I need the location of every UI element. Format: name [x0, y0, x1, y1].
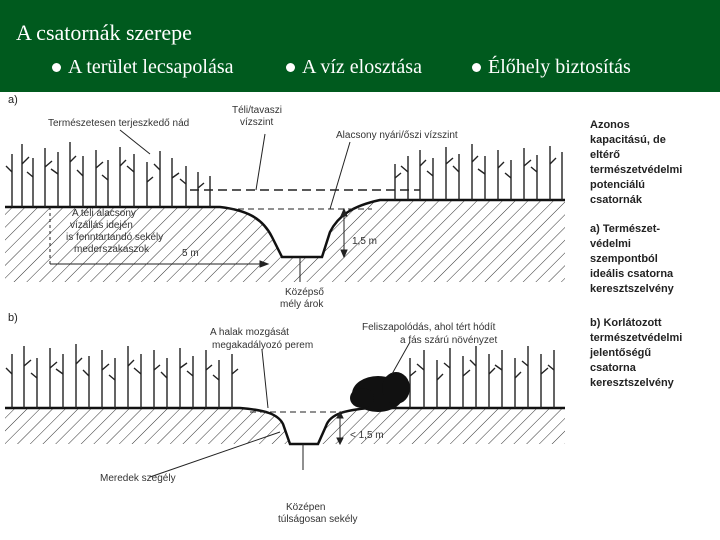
label-depth-b: < 1,5 m: [350, 430, 384, 441]
label-fish-1: A halak mozgását: [210, 327, 289, 338]
ground-line-b: [5, 406, 565, 446]
reed-vegetation-b: [5, 344, 555, 408]
label-shallow-2: vízállás idején: [70, 220, 133, 231]
ground-line-a: [5, 198, 565, 259]
ground-profile-b: [5, 408, 565, 444]
side-a-line: védelmi: [590, 238, 631, 250]
side-intro-line: csatornák: [590, 194, 642, 206]
bullet-dot-icon: [286, 63, 295, 72]
side-a-line: keresztszelvény: [590, 283, 674, 295]
bullet-text: Élőhely biztosítás: [488, 56, 631, 78]
side-b-line: természetvédelmi: [590, 332, 683, 344]
side-b-line: keresztszelvény: [590, 377, 674, 389]
side-a-line: a) Természet-: [590, 223, 661, 235]
bullet-drainage: A terület lecsapolása: [52, 56, 234, 79]
side-intro-line: kapacitású, de: [590, 134, 666, 146]
panel-b-letter: b): [8, 312, 18, 324]
label-winter-level-2: vízszint: [240, 117, 274, 128]
width-dimension-a: [49, 207, 270, 268]
side-intro-line: Azonos: [590, 119, 630, 131]
label-shallow-4: mederszakaszok: [74, 244, 150, 255]
reed-vegetation-a: [5, 142, 563, 207]
side-intro: Azonos kapacitású, de eltérő természetvé…: [590, 118, 715, 208]
bullet-dot-icon: [52, 63, 61, 72]
leader-siltation: [391, 341, 411, 375]
bullet-dot-icon: [472, 63, 481, 72]
header-bar: A csatornák szerepe A terület lecsapolás…: [0, 0, 720, 92]
label-middle-2: túlságosan sekély: [278, 514, 358, 525]
label-width: 5 m: [182, 248, 199, 259]
bullet-text: A terület lecsapolása: [68, 56, 234, 78]
side-note-b: b) Korlátozott természetvédelmi jelentős…: [590, 316, 715, 391]
label-fish-2: megakadályozó perem: [212, 340, 314, 351]
depth-dimension-b: [336, 410, 344, 446]
label-winter-level-1: Téli/tavaszi: [232, 105, 283, 116]
label-summer-level: Alacsony nyári/őszi vízszint: [336, 130, 458, 141]
label-shallow-3: is fenntartandó sekély: [66, 232, 164, 243]
side-intro-line: eltérő: [590, 149, 620, 161]
bullet-distribution: A víz elosztása: [286, 56, 422, 79]
depth-dimension-a: [340, 207, 348, 259]
label-depth-a: 1,5 m: [352, 236, 378, 247]
cross-section-diagram: [5, 129, 565, 478]
side-b-line: jelentőségű: [590, 347, 652, 359]
label-shallow-1: A téli alacsony: [72, 208, 136, 219]
side-intro-line: potenciálú: [590, 179, 646, 191]
leader-summer-level: [329, 141, 351, 210]
label-middle-1: Középen: [286, 502, 326, 513]
panel-a-letter: a): [8, 94, 18, 106]
side-note-a: a) Természet- védelmi szempontból ideáli…: [590, 222, 715, 297]
leader-natural-reed: [119, 129, 151, 155]
bullet-text: A víz elosztása: [302, 56, 422, 78]
leader-winter-level: [255, 133, 266, 191]
side-a-line: szempontból: [590, 253, 658, 265]
label-silt-1: Feliszapolódás, ahol tért hódít: [362, 322, 496, 333]
label-steep-edge: Meredek szegély: [100, 473, 176, 484]
bullet-habitat: Élőhely biztosítás: [472, 56, 631, 79]
side-b-line: b) Korlátozott: [590, 317, 662, 329]
ground-profile-a: [5, 200, 565, 282]
label-silt-2: a fás szárú növényzet: [400, 335, 498, 346]
side-intro-line: természetvédelmi: [590, 164, 683, 176]
leader-steep-edge: [149, 431, 281, 478]
page-title: A csatornák szerepe: [16, 20, 192, 45]
label-ditch-1: Középső: [285, 287, 324, 298]
label-natural-reed: Természetesen terjeszkedő nád: [48, 118, 190, 129]
side-a-line: ideális csatorna: [590, 268, 674, 280]
leader-fish-barrier: [261, 349, 269, 409]
side-b-line: csatorna: [590, 362, 636, 374]
label-ditch-2: mély árok: [280, 299, 324, 310]
woody-vegetation: [350, 372, 410, 412]
